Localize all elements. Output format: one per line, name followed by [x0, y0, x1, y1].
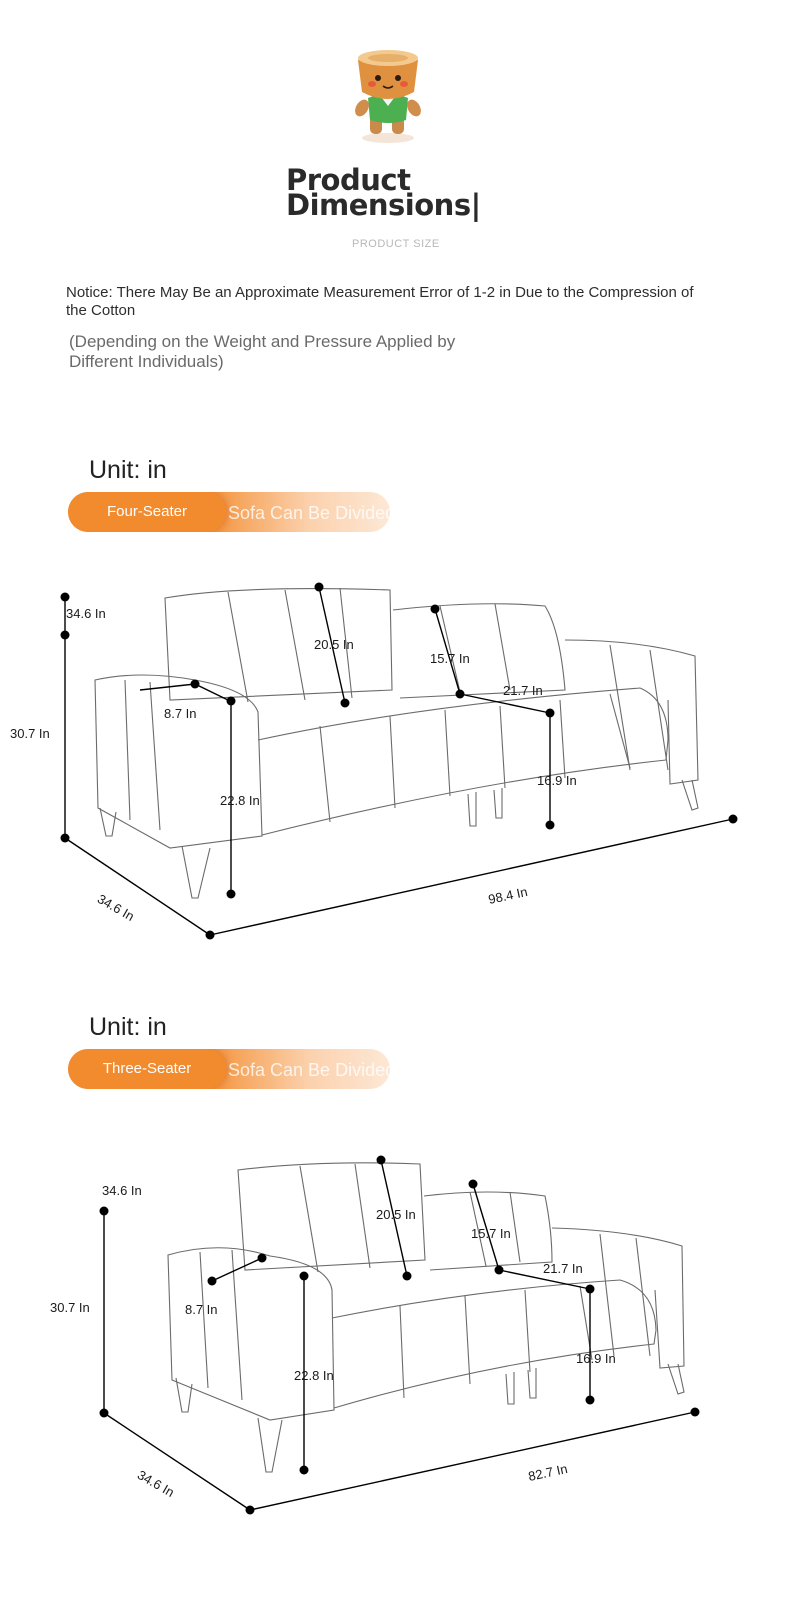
unit-label: Unit: in [89, 1013, 167, 1041]
dim-seat-depth: 21.7 In [543, 1261, 583, 1276]
dim-back-height-2: 15.7 In [471, 1226, 511, 1241]
title-line-2: Dimensions| [286, 188, 481, 222]
dim-arm-width: 8.7 In [164, 706, 197, 721]
dim-arm-height: 30.7 In [50, 1300, 90, 1315]
dim-seat-height-front: 22.8 In [294, 1368, 334, 1383]
page-subtitle: PRODUCT SIZE [352, 238, 440, 250]
dim-overall-height: 34.6 In [66, 606, 106, 621]
notice-subtext: (Depending on the Weight and Pressure Ap… [69, 332, 456, 371]
divided-note: Sofa Can Be Divided [228, 503, 390, 523]
dim-back-height: 20.5 In [376, 1207, 416, 1222]
tree-stump-mascot-icon [348, 46, 428, 146]
notice-text: Notice: There May Be an Approximate Meas… [66, 284, 694, 319]
title-line-1: Product [286, 163, 411, 197]
three-seater-label: Three-Seater [102, 1060, 192, 1077]
unit-label: Unit: in [89, 456, 167, 484]
dim-back-height: 20.5 In [314, 637, 354, 652]
dim-seat-depth: 21.7 In [503, 683, 543, 698]
page-title: Product Dimensions| [286, 163, 481, 222]
dim-arm-height: 30.7 In [10, 726, 50, 741]
dim-arm-width: 8.7 In [185, 1302, 218, 1317]
dim-back-height-2: 15.7 In [430, 651, 470, 666]
four-seater-label: Four-Seater [106, 503, 188, 520]
dim-seat-height: 16.9 In [576, 1351, 616, 1366]
four-seater-pill: Four-Seater Sofa Can Be Divided [68, 492, 390, 532]
three-seater-pill: Three-Seater Sofa Can Be Divided [68, 1049, 390, 1089]
dim-seat-height-front: 22.8 In [220, 793, 260, 808]
dim-overall-height: 34.6 In [102, 1183, 142, 1198]
dim-seat-height: 16.9 In [537, 773, 577, 788]
divided-note: Sofa Can Be Divided [228, 1060, 390, 1080]
